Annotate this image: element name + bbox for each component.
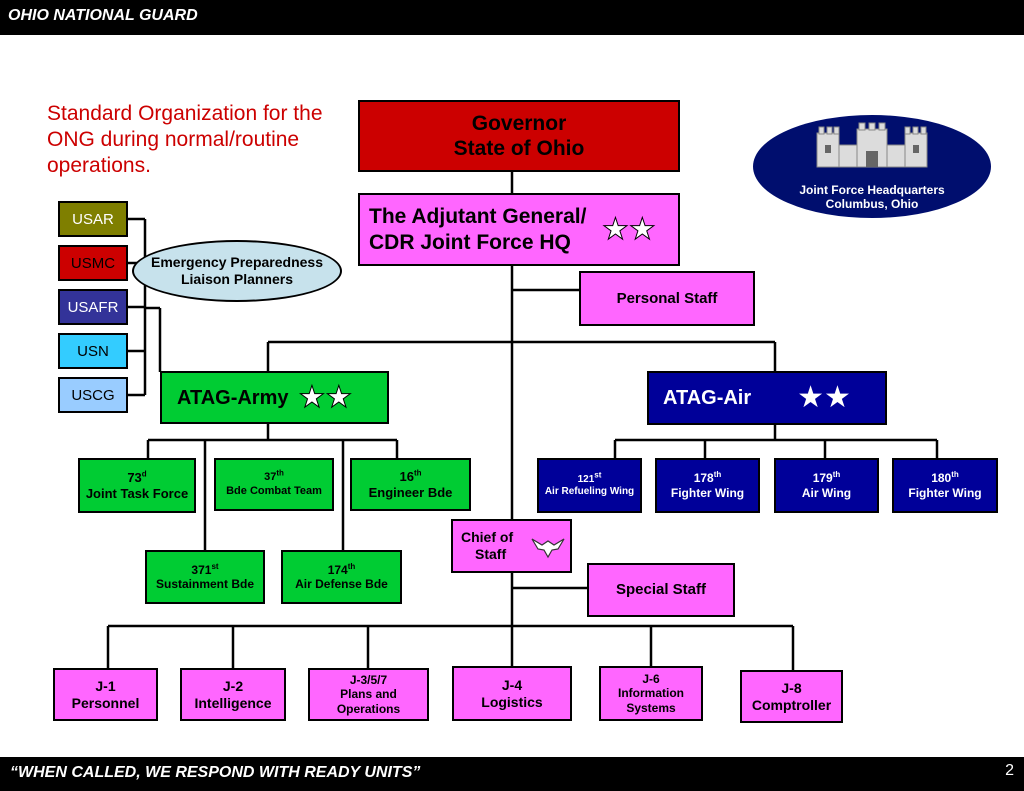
unit-name: Air Defense Bde: [295, 577, 388, 591]
army-unit-174: 174th Air Defense Bde: [281, 550, 402, 604]
atag-army-label: ATAG-Army: [177, 386, 289, 409]
jfhq-location: Columbus, Ohio: [825, 197, 919, 211]
air-unit-179: 179th Air Wing: [774, 458, 879, 513]
liaison-line1: Emergency Preparedness: [151, 254, 323, 270]
unit-number: 73: [127, 469, 142, 485]
unit-number-suffix: th: [347, 561, 356, 571]
air-unit-180: 180th Fighter Wing: [892, 458, 998, 513]
governor-box: Governor State of Ohio: [358, 100, 680, 172]
governor-state: State of Ohio: [453, 137, 585, 160]
footer-bar: “WHEN CALLED, WE RESPOND WITH READY UNIT…: [0, 757, 1024, 791]
j8-box: J-8 Comptroller: [740, 670, 843, 723]
personal-staff-label: Personal Staff: [616, 289, 718, 307]
j-staff-function: Logistics: [481, 693, 543, 710]
j-staff-function: Comptroller: [751, 696, 832, 713]
two-star-icon: ★★: [602, 213, 657, 246]
army-unit-371: 371st Sustainment Bde: [145, 550, 265, 604]
unit-number: 37: [264, 471, 277, 484]
atag-army-box: ATAG-Army ★★: [160, 371, 389, 424]
service-usar: USAR: [58, 201, 128, 237]
unit-number: 371: [191, 562, 212, 577]
two-star-icon: ★★: [797, 381, 851, 414]
j4-box: J-4 Logistics: [452, 666, 572, 721]
header-bar: OHIO NATIONAL GUARD: [0, 0, 1024, 35]
unit-number-suffix: th: [413, 468, 422, 478]
unit-number: 180: [931, 471, 952, 486]
chief-of-staff-line2: Staff: [475, 546, 507, 562]
j-staff-code: J-6: [642, 671, 660, 686]
unit-number: 16: [399, 468, 414, 484]
two-star-icon: ★★: [298, 380, 353, 414]
special-staff-box: Special Staff: [587, 563, 735, 617]
unit-name: Air Refueling Wing: [544, 485, 635, 497]
army-unit-73: 73d Joint Task Force: [78, 458, 196, 513]
page-number: 2: [1005, 762, 1014, 779]
air-unit-121: 121st Air Refueling Wing: [537, 458, 642, 513]
unit-name: Fighter Wing: [908, 485, 982, 500]
unit-number-suffix: d: [141, 469, 147, 479]
unit-number: 174: [327, 562, 348, 577]
adjutant-general-title: The Adjutant General/: [369, 205, 587, 229]
atag-air-box: ATAG-Air ★★: [647, 371, 887, 425]
jfhq-label: Joint Force Headquarters: [799, 183, 945, 197]
special-staff-label: Special Staff: [615, 581, 707, 598]
footer-motto: “WHEN CALLED, WE RESPOND WITH READY UNIT…: [10, 764, 421, 781]
j357-box: J-3/5/7 Plans and Operations: [308, 668, 429, 721]
unit-name: Fighter Wing: [670, 485, 745, 500]
chief-of-staff-line1: Chief of: [461, 529, 514, 546]
j-staff-function: Intelligence: [194, 694, 272, 711]
j-staff-function: Personnel: [71, 694, 140, 711]
governor-title: Governor: [471, 111, 567, 135]
liaison-planners-ellipse: Emergency Preparedness Liaison Planners: [132, 240, 342, 302]
j-staff-code: J-3/5/7: [349, 672, 388, 687]
jfhq-commander-title: CDR Joint Force HQ: [369, 230, 571, 254]
service-uscg: USCG: [58, 377, 128, 413]
army-unit-16: 16th Engineer Bde: [350, 458, 471, 511]
slide-subtitle: Standard Organization for the ONG during…: [47, 102, 323, 177]
service-usn: USN: [58, 333, 128, 369]
unit-number: 121: [577, 473, 595, 485]
unit-name: Bde Combat Team: [226, 484, 322, 497]
j-staff-code: J-4: [501, 676, 523, 693]
j-staff-function-cont: Systems: [626, 700, 676, 715]
air-unit-178: 178th Fighter Wing: [655, 458, 760, 513]
j6-box: J-6 Information Systems: [599, 666, 703, 721]
service-usafr: USAFR: [58, 289, 128, 325]
j-staff-code: J-8: [781, 679, 802, 696]
liaison-line2: Liaison Planners: [180, 271, 294, 287]
unit-number-suffix: st: [211, 561, 219, 571]
army-unit-37: 37th Bde Combat Team: [214, 458, 334, 511]
unit-number-suffix: th: [951, 470, 959, 480]
personal-staff-box: Personal Staff: [579, 271, 755, 326]
unit-number-suffix: th: [276, 468, 284, 478]
j-staff-function-cont: Operations: [336, 701, 401, 716]
j1-box: J-1 Personnel: [53, 668, 158, 721]
unit-number-suffix: th: [713, 470, 722, 480]
atag-air-label: ATAG-Air: [663, 387, 752, 409]
j-staff-function: Plans and: [340, 687, 397, 702]
j-staff-code: J-1: [95, 677, 116, 694]
j-staff-code: J-2: [222, 677, 244, 694]
unit-number-suffix: th: [832, 470, 841, 480]
jfhq-emblem: Joint Force Headquarters Columbus, Ohio: [753, 115, 991, 218]
adjutant-general-box: The Adjutant General/ CDR Joint Force HQ…: [358, 193, 680, 266]
unit-number: 179: [812, 471, 833, 486]
unit-name: Engineer Bde: [368, 484, 453, 500]
unit-number: 178: [693, 471, 714, 486]
unit-name: Joint Task Force: [85, 485, 189, 501]
unit-name: Sustainment Bde: [155, 577, 254, 591]
chief-of-staff-box: Chief of Staff: [451, 519, 572, 573]
header-title: OHIO NATIONAL GUARD: [8, 7, 198, 24]
unit-name: Air Wing: [801, 485, 852, 500]
unit-number-suffix: st: [594, 470, 602, 480]
castle-insignia-icon: [816, 122, 928, 168]
j2-box: J-2 Intelligence: [180, 668, 286, 721]
colonel-eagle-icon: [531, 538, 565, 559]
j-staff-function: Information: [618, 686, 684, 701]
service-usmc: USMC: [58, 245, 128, 281]
